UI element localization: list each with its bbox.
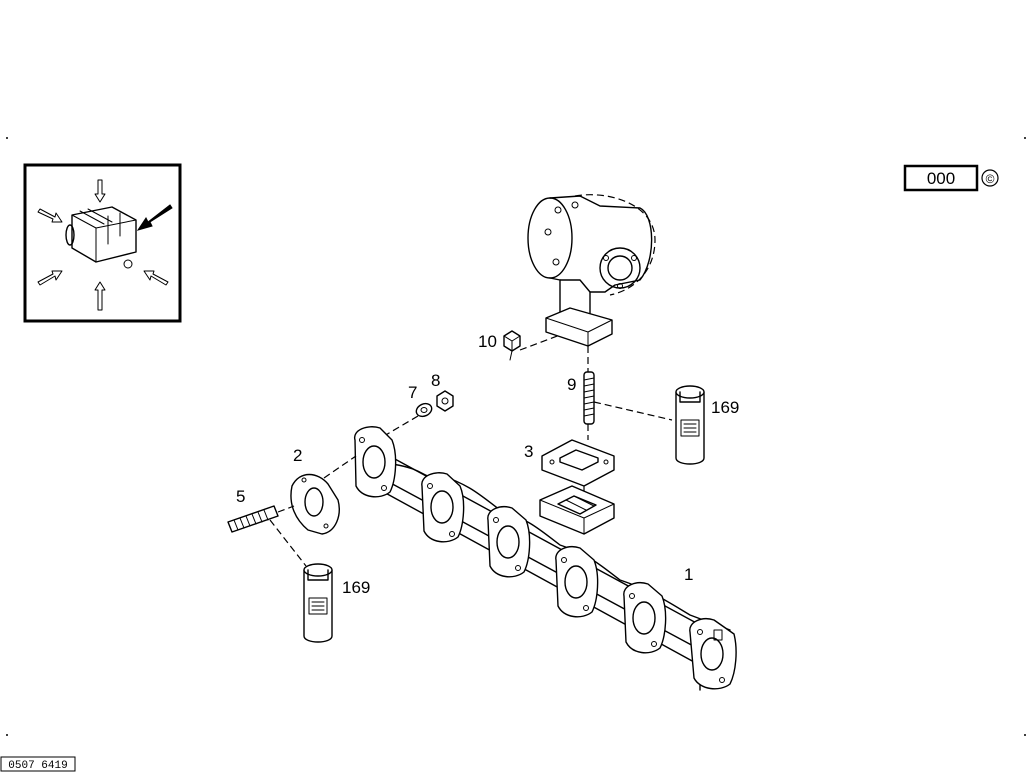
manifold-flange-5 — [623, 582, 667, 654]
engine-block-icon — [65, 206, 137, 269]
callout-7: 7 — [408, 383, 417, 402]
manifold-flange-1 — [354, 426, 397, 498]
callout-169-upper: 169 — [711, 398, 739, 417]
callout-3: 3 — [524, 442, 533, 461]
leader-stud-to-sealant — [593, 401, 673, 421]
washer-part-7 — [415, 402, 433, 418]
leader-gasket2-to-manifold — [323, 455, 357, 479]
manifold-flange-2 — [421, 472, 465, 543]
stud-part-9 — [583, 371, 595, 425]
nut-part-8 — [436, 390, 454, 412]
drawing-number-box: 0507 6419 — [0, 756, 76, 772]
copyright-circle — [981, 169, 999, 187]
corner-marks — [6, 137, 1026, 736]
sealant-tube-upper — [675, 385, 705, 465]
turbocharger-part — [527, 194, 656, 347]
gasket-part-3 — [541, 439, 615, 487]
manifold-flange-4 — [555, 546, 599, 618]
manifold-flange-3 — [487, 506, 531, 578]
nut-part-10 — [503, 330, 521, 361]
callout-10: 10 — [478, 332, 497, 351]
exhaust-manifold-part-1 — [354, 426, 737, 691]
sealant-tube-lower — [303, 563, 333, 643]
engine-location-inset — [23, 163, 182, 323]
manifold-flange-6 — [689, 618, 737, 690]
leader-stud5-to-gasket — [277, 505, 295, 513]
reference-code-box: 000 © — [903, 164, 999, 192]
reference-code: 000 — [927, 169, 955, 188]
callout-2: 2 — [293, 446, 302, 465]
gasket-part-2 — [290, 473, 340, 535]
stud-part-5 — [227, 505, 279, 533]
callout-5: 5 — [236, 487, 245, 506]
leader-turbo-to-nut — [519, 334, 561, 351]
leader-washer-to-manifold — [383, 415, 419, 437]
manifold-turbo-flange — [539, 485, 615, 535]
drawing-number: 0507 6419 — [8, 760, 67, 772]
callout-9: 9 — [567, 375, 576, 394]
direction-arrows — [37, 179, 173, 311]
leader-stud5-to-sealant — [269, 519, 307, 567]
copyright-symbol: © — [986, 172, 995, 186]
callout-169-lower: 169 — [342, 578, 370, 597]
callout-1: 1 — [684, 565, 693, 584]
callout-8: 8 — [431, 371, 440, 390]
